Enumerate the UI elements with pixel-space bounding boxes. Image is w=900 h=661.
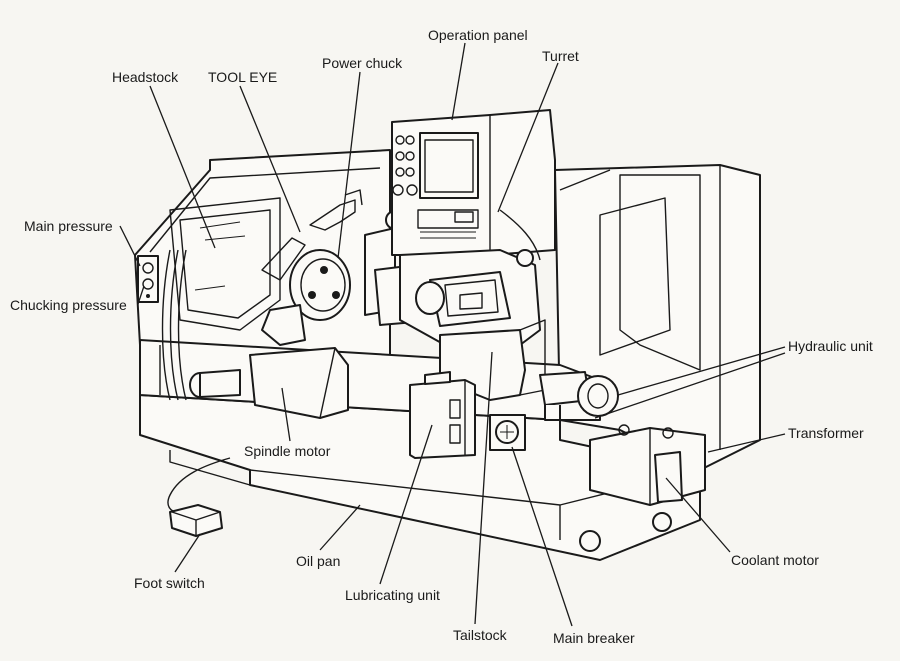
foot-switch: [167, 457, 231, 537]
spindle-motor: [249, 347, 349, 419]
operation-panel: [391, 109, 556, 256]
label-lubricating-unit: Lubricating unit: [345, 587, 440, 603]
hydraulic-unit: [539, 371, 619, 421]
leader-lines: [119, 42, 786, 627]
label-turret: Turret: [542, 48, 579, 64]
lubricating-unit: [409, 371, 476, 459]
label-operation-panel: Operation panel: [428, 27, 528, 43]
label-tailstock: Tailstock: [453, 627, 508, 643]
coolant-tank: [589, 424, 706, 506]
label-foot-switch: Foot switch: [134, 575, 205, 591]
label-spindle-motor: Spindle motor: [244, 443, 331, 459]
tool-eye-arm: [309, 189, 363, 231]
headstock-belt: [161, 249, 241, 401]
label-chucking-pressure: Chucking pressure: [10, 297, 127, 313]
label-main-pressure: Main pressure: [24, 218, 113, 234]
label-oil-pan: Oil pan: [296, 553, 340, 569]
power-chuck: [261, 237, 351, 346]
label-headstock: Headstock: [112, 69, 179, 85]
label-tool-eye: TOOL EYE: [208, 69, 277, 85]
label-coolant-motor: Coolant motor: [731, 552, 819, 568]
part-labels: Operation panel Turret Power chuck Heads…: [10, 27, 873, 646]
main-breaker: [489, 414, 526, 451]
label-hydraulic-unit: Hydraulic unit: [788, 338, 873, 354]
headstock-window: [169, 197, 281, 331]
turret: [399, 209, 541, 346]
label-transformer: Transformer: [788, 425, 864, 441]
label-main-breaker: Main breaker: [553, 630, 635, 646]
label-power-chuck: Power chuck: [322, 55, 403, 71]
